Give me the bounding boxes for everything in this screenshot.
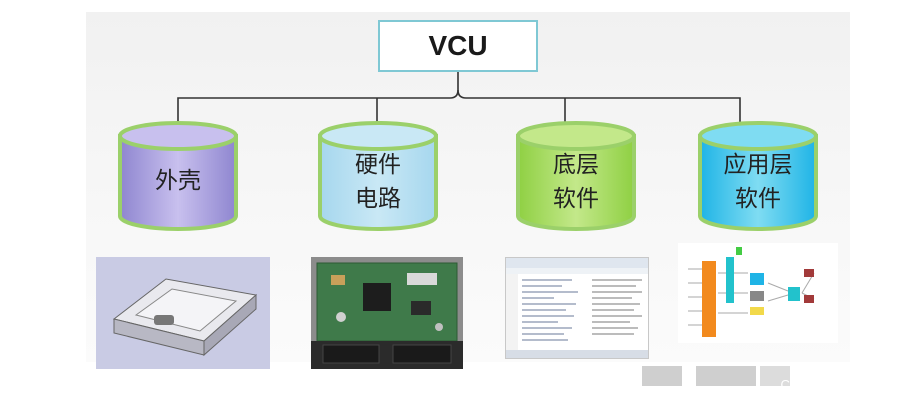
- cylinder-label: 底层 软件: [514, 148, 638, 216]
- code-editor-image: [505, 257, 649, 359]
- cylinder-shell: 外壳: [116, 118, 240, 236]
- label-line-1: 硬件: [355, 152, 401, 178]
- cylinder-base-software: 底层 软件: [514, 118, 638, 236]
- blurred-region: [760, 366, 790, 386]
- cylinder-label: 硬件 电路: [316, 148, 440, 216]
- block-diagram-image: [678, 243, 838, 343]
- cylinder-shape: [516, 121, 636, 231]
- cylinder-hardware: 硬件 电路: [316, 118, 440, 236]
- label-line-1: 底层: [553, 152, 599, 178]
- cylinder-shape: [318, 121, 438, 231]
- label-line-2: 软件: [553, 186, 599, 212]
- csdn-watermark: CSDN @是qiqi呀~: [780, 377, 888, 392]
- label-line-2: 电路: [355, 186, 401, 212]
- label-line-1: 外壳: [155, 168, 201, 194]
- blurred-region: [696, 366, 756, 386]
- cylinder-label: 应用层 软件: [696, 148, 820, 216]
- label-line-1: 应用层: [723, 152, 793, 178]
- cylinder-shape: [698, 121, 818, 231]
- blurred-region: [642, 366, 682, 386]
- vcu-root-node: VCU: [378, 20, 538, 72]
- cylinder-app-software: 应用层 软件: [696, 118, 820, 236]
- label-line-2: 软件: [735, 186, 781, 212]
- cylinder-label: 外壳: [116, 164, 240, 198]
- enclosure-image: [96, 257, 270, 369]
- cylinder-shape: [118, 121, 238, 231]
- circuit-board-image: [311, 257, 463, 369]
